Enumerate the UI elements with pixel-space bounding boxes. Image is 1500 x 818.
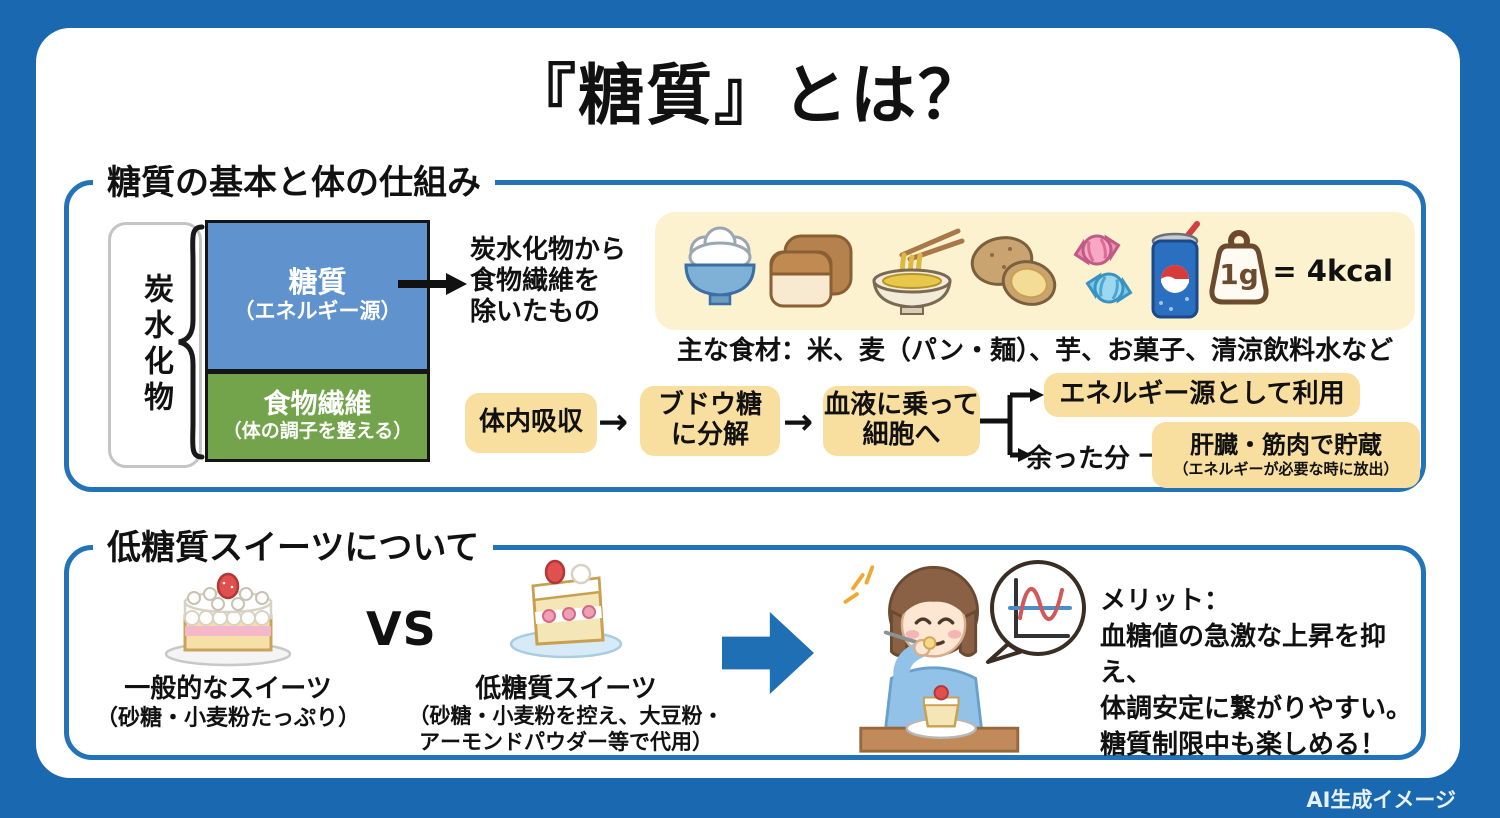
person-eating-cake	[843, 565, 1020, 753]
flow-step-label: 血液に乗って	[824, 390, 979, 421]
fiber-box-subtitle: （体の調子を整える）	[222, 419, 413, 442]
merit-line: 体調安定に繋がりやすい。	[1100, 694, 1413, 724]
foods-panel: 1g = 4kcal	[655, 212, 1415, 330]
low-sugar-sweets-label: 低糖質スイーツ	[475, 674, 657, 704]
curly-brace-icon	[178, 224, 205, 460]
carbohydrate-label: 炭水化物	[138, 273, 173, 417]
branch-storage-sub: （エネルギーが必要な時に放出）	[1173, 459, 1399, 478]
content-panel: 『糖質』とは？ 糖質の基本と体の仕組み 炭水化物 糖質 （エネルギー源） 食物繊…	[36, 28, 1460, 778]
flow-step-blood: 血液に乗って 細胞へ	[823, 386, 980, 456]
flow-arrow-icon: →	[598, 402, 629, 443]
vs-label: VS	[366, 602, 437, 656]
flow-step-glucose: ブドウ糖 に分解	[640, 386, 780, 456]
definition-line: 食物繊維を	[470, 266, 601, 296]
kcal-label: = 4kcal	[1272, 254, 1393, 288]
branch-connector	[980, 388, 1044, 462]
candy-icon	[1073, 234, 1133, 304]
definition-line: 除いたもの	[470, 297, 601, 327]
flow-arrow-icon: →	[783, 402, 814, 443]
definition-line: 炭水化物から	[470, 235, 627, 265]
ai-generated-note: AI生成イメージ	[1306, 788, 1456, 812]
regular-sweets-label: 一般的なスイーツ	[124, 674, 332, 704]
sugar-definition: 炭水化物から 食物繊維を 除いたもの	[470, 235, 626, 328]
fiber-box-title: 食物繊維	[263, 389, 372, 421]
weight-1g-icon: 1g	[1209, 230, 1269, 305]
merit-line: 糖質制限中も楽しめる！	[1100, 730, 1387, 760]
flow-step-label: 体内吸収	[478, 407, 583, 438]
fiber-box: 食物繊維 （体の調子を整える）	[205, 372, 430, 462]
branch-storage: 肝臓・筋肉で貯蔵 （エネルギーが必要な時に放出）	[1152, 422, 1420, 488]
cake-slice-icon	[509, 559, 623, 659]
foods-caption: 主な食材：米、麦（パン・麺）、芋、お菓子、清涼飲料水など	[676, 336, 1394, 366]
branch-label: エネルギー源として利用	[1059, 379, 1345, 410]
sugar-box-subtitle: （エネルギー源）	[233, 299, 402, 324]
merit-text: メリット： 血糖値の急激な上昇を抑え、 体調安定に繋がりやすい。 糖質制限中も楽…	[1100, 583, 1421, 763]
sugar-box-title: 糖質	[288, 265, 347, 300]
section-low-sugar-sweets: 低糖質スイーツについて 一般的なスイーツ （砂	[64, 520, 1426, 763]
leftover-label: 余った分	[1026, 444, 1131, 474]
soda-can-icon	[1151, 221, 1201, 319]
regular-sweets-sub: （砂糖・小麦粉たっぷり）	[95, 706, 360, 731]
noodle-bowl-icon	[872, 228, 965, 315]
bread-loaf-icon	[769, 234, 853, 308]
section-basics-title: 糖質の基本と体の仕組み	[93, 155, 495, 204]
merit-line: 血糖値の急激な上昇を抑え、	[1100, 622, 1387, 688]
branch-energy-use: エネルギー源として利用	[1044, 373, 1360, 417]
flow-step-label: 細胞へ	[862, 420, 941, 450]
branch-storage-label: 肝臓・筋肉で貯蔵	[1190, 431, 1382, 460]
section-sweets-title: 低糖質スイーツについて	[93, 520, 494, 569]
rice-bowl-icon	[684, 226, 756, 306]
sugar-box: 糖質 （エネルギー源）	[205, 220, 430, 372]
weight-value: 1g	[1219, 258, 1259, 291]
flow-step-absorption: 体内吸収	[465, 393, 597, 453]
page-title: 『糖質』とは？	[510, 57, 986, 134]
low-sugar-sweets-sub: （砂糖・小麦粉を控え、大豆粉・	[408, 704, 724, 728]
merit-line: メリット：	[1100, 586, 1231, 616]
flow-step-label: に分解	[670, 420, 749, 450]
big-arrow-right-icon	[722, 612, 814, 694]
low-sugar-sweets-sub: アーモンドパウダー等で代用）	[419, 730, 713, 754]
whole-cake-icon	[164, 572, 292, 667]
flow-step-label: ブドウ糖	[657, 390, 762, 421]
blood-sugar-chart-bubble	[986, 560, 1086, 664]
potato-icon	[971, 236, 1057, 306]
section-basics: 糖質の基本と体の仕組み 炭水化物 糖質 （エネルギー源） 食物繊維 （体の調子を…	[64, 155, 1426, 492]
arrow-right-icon	[398, 273, 467, 295]
